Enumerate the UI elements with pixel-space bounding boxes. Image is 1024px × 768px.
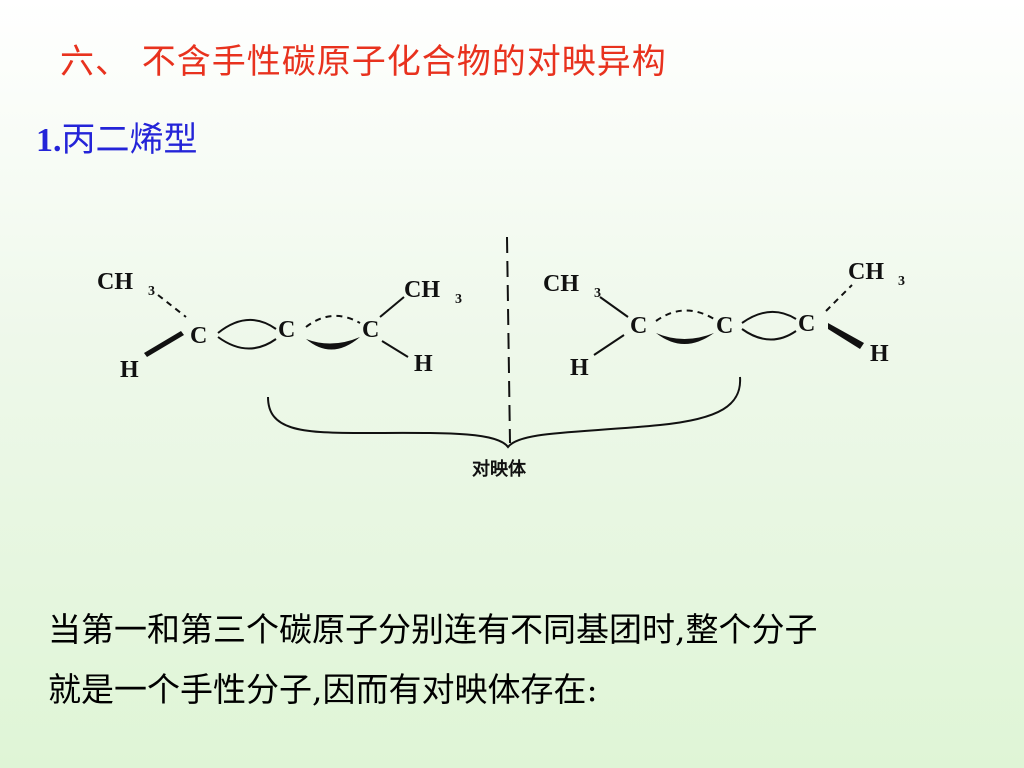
- left-enantiomer: CH 3 H C C C CH 3 H: [97, 269, 462, 383]
- right-ch3-top-right: CH: [848, 259, 884, 285]
- left-ch3-top-left-subscript: 3: [148, 284, 155, 299]
- enantiomer-brace: [267, 376, 742, 449]
- enantiomer-caption: 对映体: [472, 458, 527, 480]
- left-h-bottom-right: H: [414, 351, 433, 377]
- right-h-bottom-right: H: [870, 341, 889, 367]
- right-carbon-1: C: [630, 313, 647, 339]
- slide-title: 六、 不含手性碳原子化合物的对映异构: [60, 42, 667, 82]
- left-ch3-top-right: CH: [404, 277, 440, 303]
- allene-enantiomers-diagram: CH 3 H C C C CH 3 H CH 3 H C C C CH 3 H: [97, 236, 905, 480]
- explanation-line-2: 就是一个手性分子,因而有对映体存在:: [48, 670, 598, 709]
- left-ch3-top-right-subscript: 3: [455, 292, 462, 307]
- right-h-bottom-left: H: [570, 355, 589, 381]
- right-ch3-top-left: CH: [543, 271, 579, 297]
- mirror-plane: [506, 236, 511, 444]
- right-ch3-top-right-subscript: 3: [898, 274, 905, 289]
- section-heading: 1.丙二烯型: [36, 112, 198, 161]
- left-carbon-3: C: [362, 317, 379, 343]
- explanation-paragraph: 当第一和第三个碳原子分别连有不同基团时,整个分子 就是一个手性分子,因而有对映体…: [48, 600, 1008, 720]
- right-carbon-3: C: [798, 311, 815, 337]
- right-enantiomer: CH 3 H C C C CH 3 H: [543, 259, 905, 381]
- left-carbon-2: C: [278, 317, 295, 343]
- right-carbon-2: C: [716, 313, 733, 339]
- left-h-bottom-left: H: [120, 357, 139, 383]
- explanation-line-1: 当第一和第三个碳原子分别连有不同基团时,整个分子: [48, 610, 818, 649]
- left-ch3-top-left: CH: [97, 269, 133, 295]
- right-ch3-top-left-subscript: 3: [594, 286, 601, 301]
- section-text: 丙二烯型: [61, 120, 198, 160]
- section-number: 1.: [36, 122, 62, 159]
- left-carbon-1: C: [190, 323, 207, 349]
